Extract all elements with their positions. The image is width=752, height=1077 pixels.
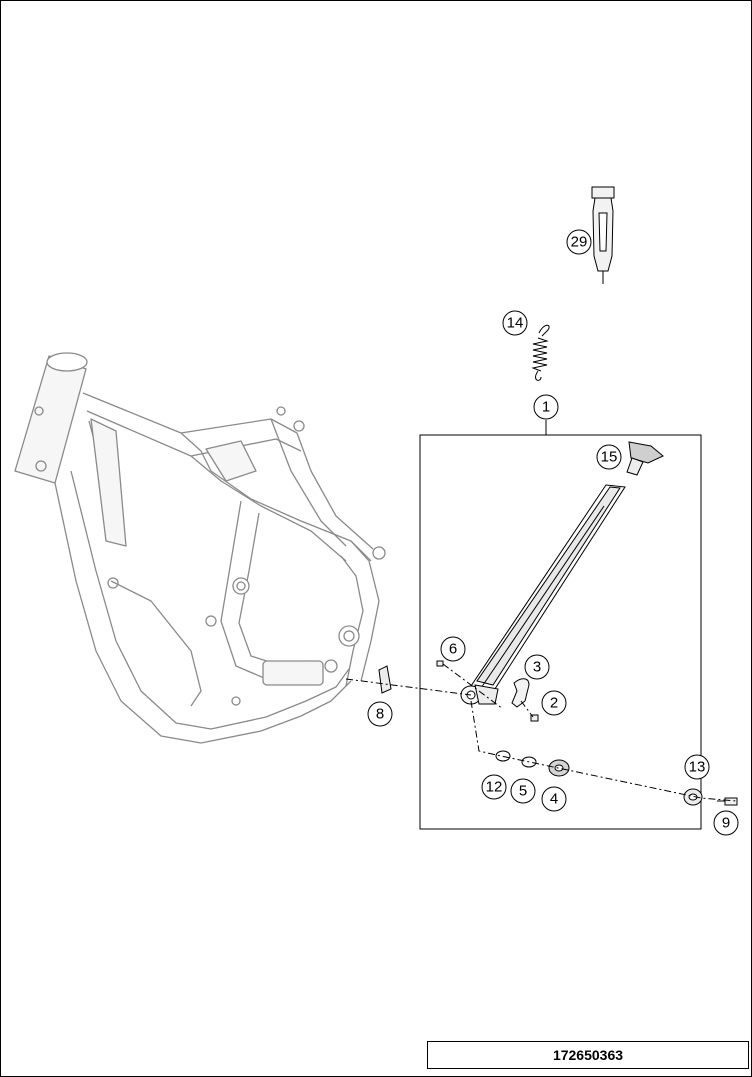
callout-label: 12 <box>486 779 503 796</box>
part-3-bracket <box>511 678 530 708</box>
callout-14: 14 <box>502 310 528 336</box>
callout-label: 1 <box>542 399 550 416</box>
part-15-foot-pad <box>626 441 664 476</box>
callout-label: 15 <box>601 449 618 466</box>
callout-8: 8 <box>367 701 393 727</box>
callout-label: 5 <box>519 783 527 800</box>
callout-1: 1 <box>533 394 559 420</box>
callout-label: 2 <box>550 695 558 712</box>
part-1-side-stand <box>460 484 626 705</box>
callout-label: 4 <box>550 791 558 808</box>
part-9-bolt <box>717 797 738 806</box>
part-4-bushing <box>548 759 570 777</box>
callout-13: 13 <box>684 754 710 780</box>
callout-label: 14 <box>507 315 524 332</box>
part-29-tool <box>591 186 615 284</box>
callout-12: 12 <box>481 774 507 800</box>
callout-3: 3 <box>524 654 550 680</box>
callout-29: 29 <box>566 229 592 255</box>
motorcycle-frame <box>14 352 386 744</box>
callout-label: 3 <box>533 659 541 676</box>
callout-label: 9 <box>722 815 730 832</box>
callout-6: 6 <box>440 636 466 662</box>
callout-4: 4 <box>541 786 567 812</box>
callout-label: 13 <box>689 759 706 776</box>
callout-label: 8 <box>376 706 384 723</box>
callout-label: 6 <box>449 641 457 658</box>
part-14-spring <box>531 324 550 381</box>
part-8-insert <box>378 665 392 694</box>
assembly-lines <box>345 663 738 802</box>
part-6-screw <box>436 660 444 667</box>
side-stand-group-box <box>419 434 702 830</box>
callout-9: 9 <box>713 810 739 836</box>
callout-15: 15 <box>596 444 622 470</box>
callout-2: 2 <box>541 690 567 716</box>
part-13-bushing <box>683 788 703 806</box>
part-2-screw <box>530 714 539 722</box>
callout-label: 29 <box>571 234 588 251</box>
drawing-number: 172650363 <box>427 1041 749 1069</box>
callout-5: 5 <box>510 778 536 804</box>
